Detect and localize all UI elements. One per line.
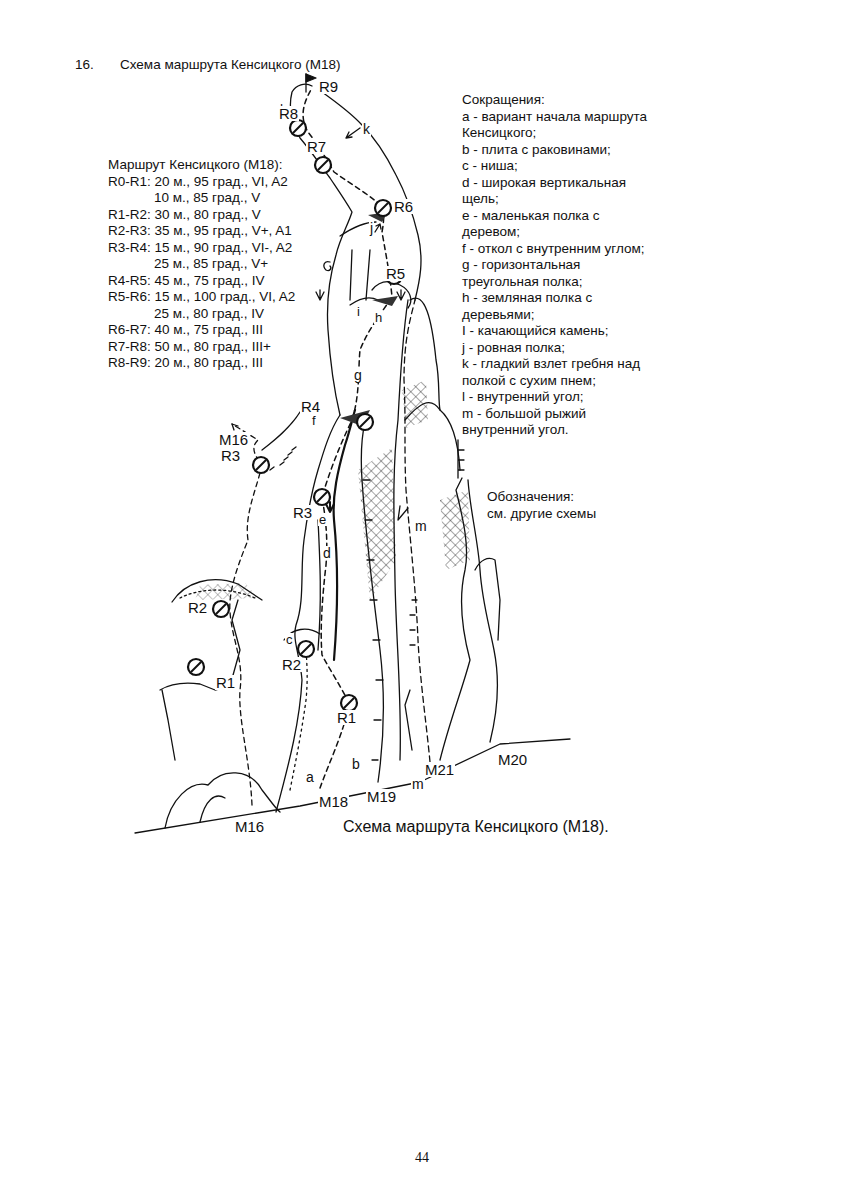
abbreviation-item: j - ровная полка; bbox=[462, 340, 652, 357]
pitch-spec: R4-R5: 45 м., 75 град., IV bbox=[108, 273, 295, 290]
callout-label: R6 bbox=[393, 199, 414, 214]
callout-label: R5 bbox=[385, 266, 406, 281]
list-heading: Сокращения: bbox=[462, 92, 652, 109]
pitch-spec: R0-R1: 20 м., 95 град., VI, A2 bbox=[108, 174, 295, 191]
callout-label: g bbox=[353, 368, 363, 382]
pitch-spec: R2-R3: 35 м., 95 град., V+, A1 bbox=[108, 223, 295, 240]
pitch-spec: R8-R9: 20 м., 80 град., III bbox=[108, 355, 295, 372]
pitch-spec: R6-R7: 40 м., 75 град., III bbox=[108, 322, 295, 339]
page-title: Схема маршрута Кенсицкого (M18) bbox=[120, 57, 340, 73]
callout-label: m bbox=[414, 519, 428, 533]
callout-label: j bbox=[369, 221, 374, 235]
callout-label: M18 bbox=[318, 794, 349, 809]
callout-label: M16 bbox=[234, 819, 265, 834]
callout-label: R2 bbox=[187, 600, 208, 615]
abbreviation-item: e - маленькая полка с деревом; bbox=[462, 208, 652, 241]
callout-label: M21 bbox=[424, 762, 455, 777]
pitch-spec: 25 м., 85 град., V+ bbox=[108, 256, 295, 273]
abbreviation-item: f - откол с внутренним углом; bbox=[462, 241, 652, 258]
abbreviation-item: h - земляная полка с деревьями; bbox=[462, 290, 652, 323]
callout-label: M16 bbox=[218, 432, 249, 447]
figure-caption: Схема маршрута Кенсицкого (M18). bbox=[343, 818, 609, 836]
abbreviation-item: g - горизонтальная треугольная полка; bbox=[462, 257, 652, 290]
pitch-spec: R3-R4: 15 м., 90 град., VI-, A2 bbox=[108, 240, 295, 257]
symbols-note: см. другие схемы bbox=[487, 506, 596, 522]
pitch-spec: R7-R8: 50 м., 80 град., III+ bbox=[108, 339, 295, 356]
pitch-spec: 25 м., 80 град., IV bbox=[108, 306, 295, 323]
callout-label: R3 bbox=[220, 448, 241, 463]
callout-label: R1 bbox=[336, 710, 357, 725]
callout-label: e bbox=[318, 513, 327, 526]
callout-label: M20 bbox=[497, 752, 528, 767]
callout-label: R4 bbox=[300, 399, 321, 414]
callout-label: R9 bbox=[318, 79, 339, 94]
abbreviation-list: Сокращения:a - вариант начала маршрута К… bbox=[462, 92, 652, 439]
callout-label: k bbox=[362, 122, 371, 136]
abbreviation-item: m - большой рыжий внутренний угол. bbox=[462, 406, 652, 439]
abbreviation-item: c - ниша; bbox=[462, 158, 652, 175]
symbols-note: Обозначения: bbox=[487, 489, 574, 505]
abbreviation-item: I - качающийся камень; bbox=[462, 323, 652, 340]
page-number: 44 bbox=[415, 1150, 429, 1166]
callout-label: R1 bbox=[215, 675, 236, 690]
callout-label: h bbox=[374, 311, 383, 324]
table-heading: Маршрут Кенсицкого (M18): bbox=[108, 157, 295, 174]
abbreviation-item: l - внутренний угол; bbox=[462, 389, 652, 406]
callout-label: f bbox=[311, 414, 317, 427]
pitch-spec: R5-R6: 15 м., 100 град., VI, A2 bbox=[108, 289, 295, 306]
abbreviation-item: k - гладкий взлет гребня над полкой с су… bbox=[462, 356, 652, 389]
callout-label: R3 bbox=[292, 505, 313, 520]
pitch-spec: 10 м., 85 град., V bbox=[108, 190, 295, 207]
callout-label: i bbox=[356, 305, 361, 318]
callout-label: b bbox=[351, 757, 361, 771]
callout-label: m bbox=[411, 777, 425, 791]
callout-label: R7 bbox=[306, 139, 327, 154]
abbreviation-item: d - широкая вертикальная щель; bbox=[462, 175, 652, 208]
callout-label: a bbox=[305, 770, 315, 784]
abbreviation-item: b - плита с раковинами; bbox=[462, 142, 652, 159]
pitch-spec: R1-R2: 30 м., 80 град., V bbox=[108, 207, 295, 224]
section-number: 16. bbox=[75, 57, 94, 73]
callout-label: d bbox=[322, 546, 332, 560]
callout-label: R2 bbox=[281, 657, 302, 672]
route-table: Маршрут Кенсицкого (M18):R0-R1: 20 м., 9… bbox=[108, 157, 295, 372]
callout-label: R8 bbox=[278, 106, 299, 121]
abbreviation-item: a - вариант начала маршрута Кенсицкого; bbox=[462, 109, 652, 142]
callout-label: c bbox=[285, 633, 294, 646]
callout-label: M19 bbox=[366, 789, 397, 804]
